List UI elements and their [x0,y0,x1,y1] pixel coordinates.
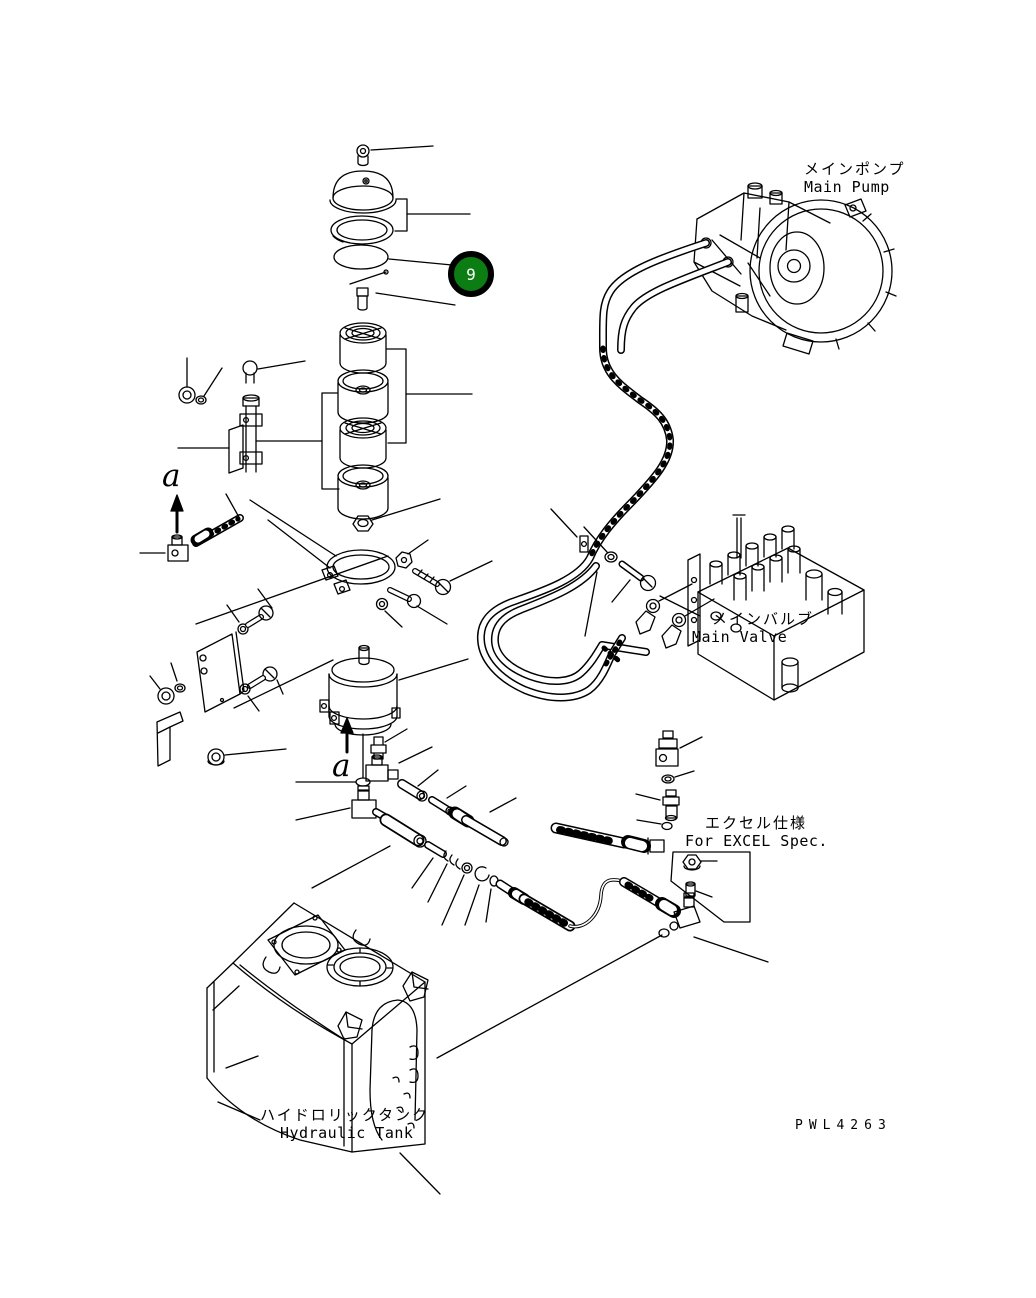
clamp-band [249,499,493,628]
excel-spec-box [670,851,751,923]
main-valve [659,514,865,701]
main-pump [693,182,897,355]
excel-spec-label-jp: エクセル仕様 [705,814,808,832]
hydraulic-tank-label-en: Hydraulic Tank [280,1124,414,1143]
main-pump-label-en: Main Pump [804,178,890,197]
hydraulic-tank [206,902,441,1195]
main-valve-label-en: Main Valve [692,628,788,647]
reference-letter-a-lower: a [332,748,351,784]
main-valve-label: メインバルブ Main Valve [692,610,814,647]
filter-canister [295,644,469,787]
hydraulic-tank-label: ハイドロリックタンク Hydraulic Tank [260,1106,429,1143]
hydraulic-hoses [476,239,732,702]
reference-letter-a-upper: a [162,458,181,494]
hydraulic-tank-label-jp: ハイドロリックタンク [260,1106,430,1124]
main-pump-label: メインポンプ Main Pump [804,160,906,197]
excel-spec-group [635,730,751,923]
tube-clamp-assembly [139,357,306,562]
mounting-plate-assembly [149,555,389,767]
fitting-chain [295,728,769,1059]
item-balloon-9[interactable]: 9 [448,251,494,297]
filter-element-stack [255,322,473,532]
main-pump-label-jp: メインポンプ [804,160,906,178]
drawing-number: PWL4263 [795,1118,892,1133]
main-valve-label-jp: メインバルブ [712,610,815,628]
filter-cap-assembly [329,144,471,311]
excel-spec-label: エクセル仕様 For EXCEL Spec. [685,814,828,851]
excel-spec-label-en: For EXCEL Spec. [685,832,828,851]
